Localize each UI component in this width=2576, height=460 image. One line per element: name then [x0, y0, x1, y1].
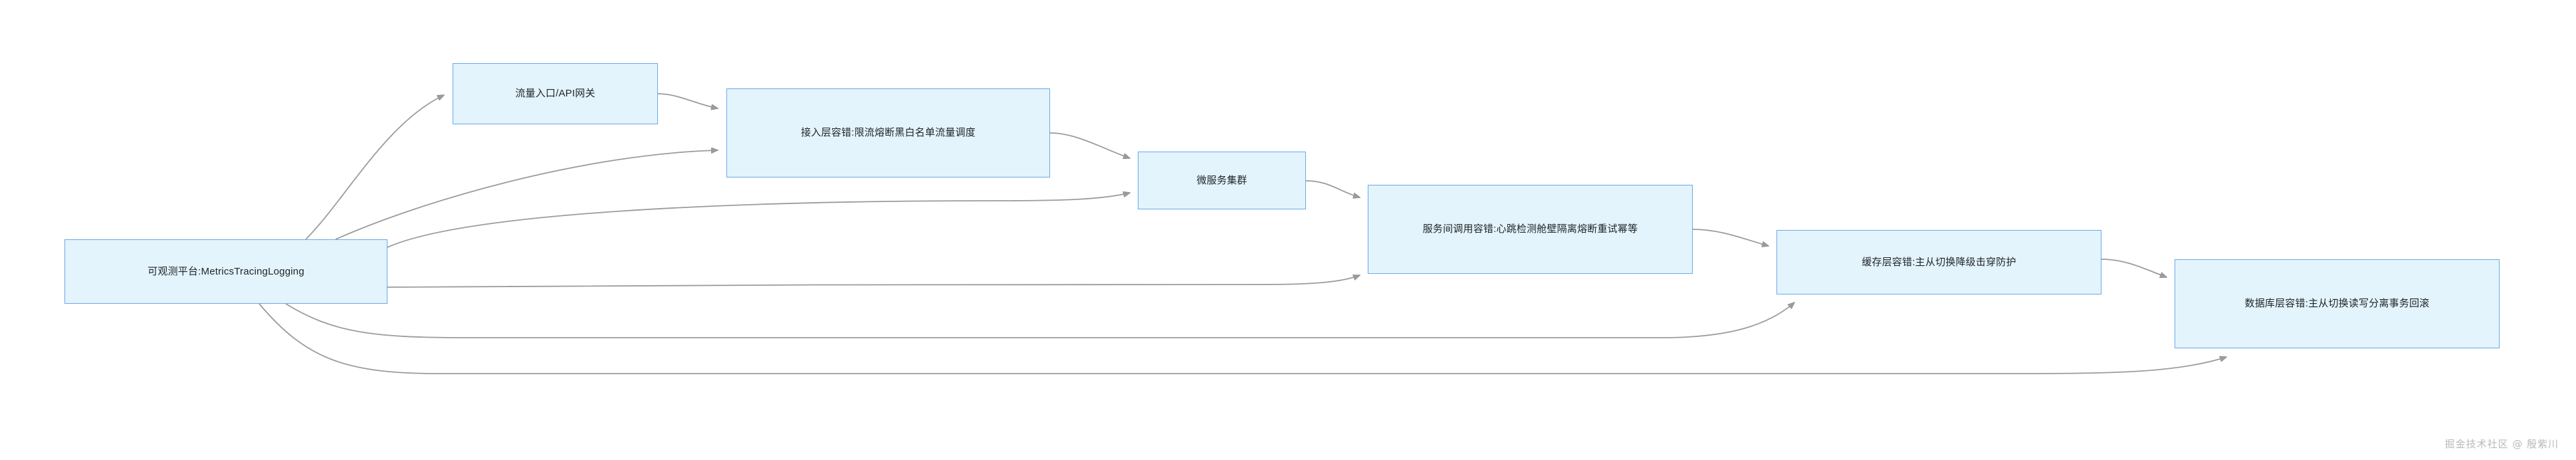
- node-service-call-label: 服务间调用容错:心跳检测舱壁隔离熔断重试幂等: [1422, 223, 1638, 235]
- node-observability[interactable]: 可观测平台:MetricsTracingLogging: [64, 239, 387, 304]
- node-access-layer[interactable]: 接入层容错:限流熔断黑白名单流量调度: [726, 88, 1050, 177]
- edge-service-call-to-cache-layer: [1692, 229, 1769, 246]
- edge-observability-to-database-layer: [259, 303, 2226, 374]
- node-ingress[interactable]: 流量入口/API网关: [453, 63, 658, 124]
- node-microservice-cluster-label: 微服务集群: [1196, 174, 1247, 186]
- watermark: 掘金技术社区 @ 殷紫川: [2444, 438, 2559, 450]
- edge-observability-to-access-layer: [335, 150, 718, 240]
- edge-observability-to-service-call: [387, 275, 1360, 288]
- edge-observability-to-cache-layer: [285, 302, 1794, 338]
- node-observability-label: 可观测平台:MetricsTracingLogging: [148, 265, 304, 277]
- node-cache-layer-label: 缓存层容错:主从切换降级击穿防护: [1862, 256, 2016, 268]
- node-service-call[interactable]: 服务间调用容错:心跳检测舱壁隔离熔断重试幂等: [1368, 185, 1693, 274]
- node-microservice-cluster[interactable]: 微服务集群: [1138, 152, 1306, 209]
- edge-microservice-cluster-to-service-call: [1305, 180, 1360, 197]
- edge-cache-layer-to-database-layer: [2101, 259, 2167, 277]
- node-database-layer-label: 数据库层容错:主从切换读写分离事务回滚: [2244, 298, 2430, 310]
- edge-observability-to-microservice-cluster: [387, 193, 1130, 248]
- node-cache-layer[interactable]: 缓存层容错:主从切换降级击穿防护: [1776, 230, 2101, 294]
- edge-observability-to-ingress: [305, 94, 444, 240]
- edge-access-layer-to-microservice-cluster: [1049, 132, 1130, 158]
- edge-ingress-to-access-layer: [657, 93, 718, 108]
- node-database-layer[interactable]: 数据库层容错:主从切换读写分离事务回滚: [2175, 259, 2500, 348]
- node-ingress-label: 流量入口/API网关: [515, 88, 595, 100]
- node-access-layer-label: 接入层容错:限流熔断黑白名单流量调度: [801, 127, 976, 139]
